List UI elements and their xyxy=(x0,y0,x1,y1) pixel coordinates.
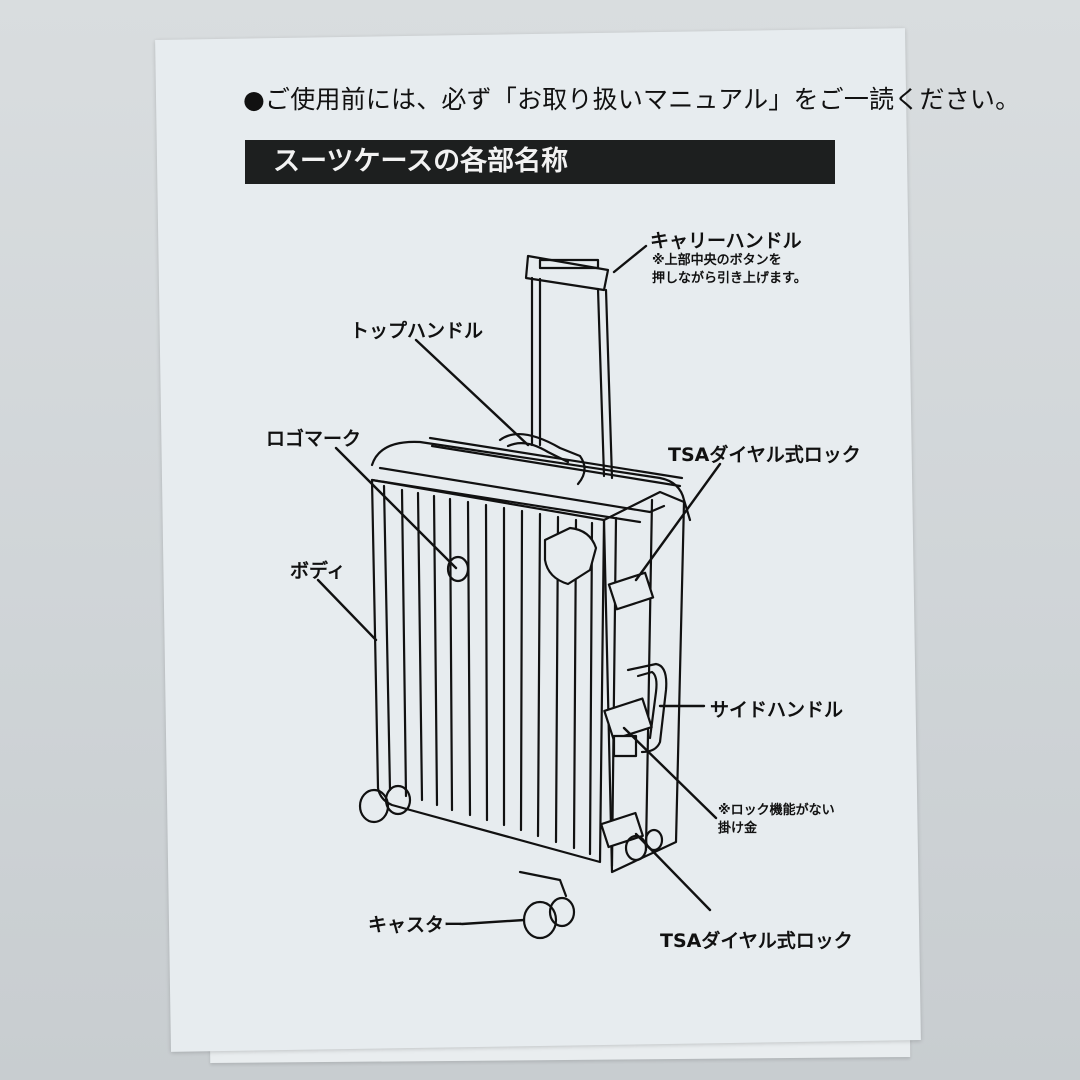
logo-mark-drawing xyxy=(446,555,470,583)
label-latch-note-1: ※ロック機能がない xyxy=(718,803,835,818)
top-frame-drawing xyxy=(370,433,692,524)
label-body: ボディ xyxy=(290,560,346,582)
label-tsa-lock-lower: TSAダイヤル式ロック xyxy=(660,930,853,952)
body-drawing xyxy=(370,478,606,864)
label-top-handle: トップハンドル xyxy=(350,320,484,342)
label-carry-handle: キャリーハンドル xyxy=(650,230,802,252)
carry-handle-drawing xyxy=(524,254,614,480)
label-carry-handle-note-2: 押しながら引き上げます。 xyxy=(652,271,807,286)
label-side-handle: サイドハンドル xyxy=(710,699,844,721)
label-carry-handle-note-1: ※上部中央のボタンを xyxy=(652,253,782,268)
label-caster: キャスター xyxy=(368,914,464,936)
label-tsa-lock-upper: TSAダイヤル式ロック xyxy=(668,444,861,466)
label-latch-note-2: 掛け金 xyxy=(718,821,758,836)
side-frame-drawing xyxy=(543,490,686,874)
label-logo-mark: ロゴマーク xyxy=(266,428,362,450)
notice-text: ●ご使用前には、必ず「お取り扱いマニュアル」をご一読ください。 xyxy=(243,85,1021,114)
section-title: スーツケースの各部名称 xyxy=(245,140,835,184)
leader-lines xyxy=(316,244,722,926)
